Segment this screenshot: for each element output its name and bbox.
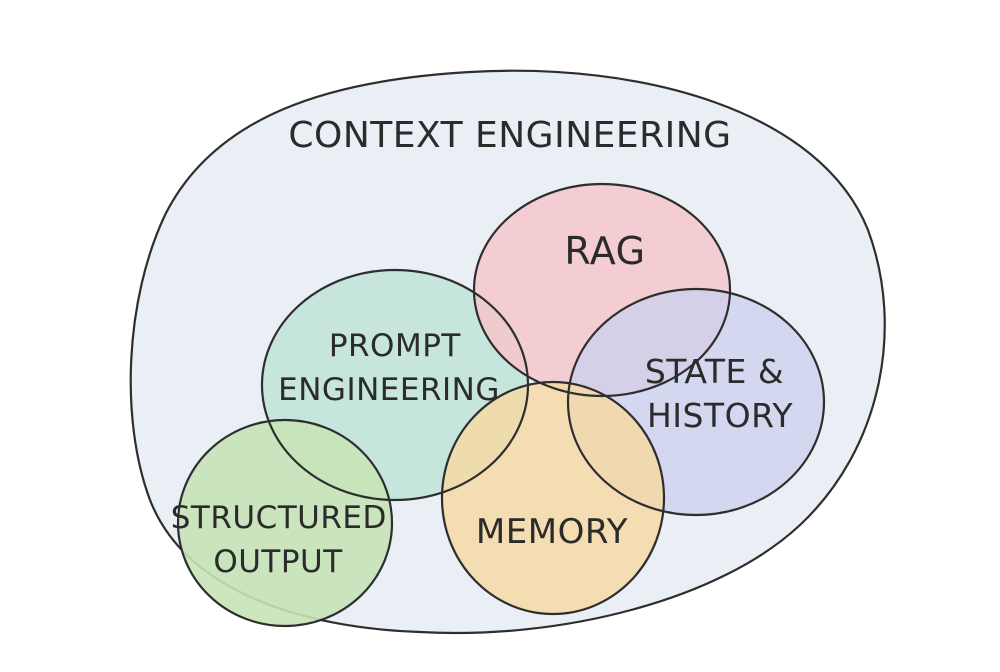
- structured-output-label-line-1: STRUCTURED: [171, 500, 387, 536]
- structured-output-label-line-2: OUTPUT: [213, 544, 343, 580]
- circle-outlines: [176, 182, 826, 628]
- rag-label: RAG: [564, 229, 645, 273]
- state-history-label: STATE & HISTORY: [645, 352, 795, 435]
- structured-output-label: STRUCTURED OUTPUT: [171, 500, 397, 580]
- state-history-label-line-1: STATE &: [645, 352, 784, 391]
- memory-label: MEMORY: [476, 512, 628, 552]
- rag-label-line: RAG: [564, 229, 645, 273]
- state-history-label-line-2: HISTORY: [647, 396, 793, 435]
- rag-outline: [472, 182, 732, 398]
- circle-fills: [178, 184, 824, 626]
- diagram-title: CONTEXT ENGINEERING: [288, 115, 731, 156]
- state-history-outline: [566, 287, 826, 517]
- structured-output-circle: [178, 420, 392, 626]
- prompt-engineering-label: PROMPT ENGINEERING: [278, 328, 500, 408]
- prompt-engineering-label-line-2: ENGINEERING: [278, 372, 500, 408]
- memory-label-line: MEMORY: [476, 512, 628, 552]
- memory-outline: [440, 380, 666, 616]
- structured-output-outline: [176, 418, 394, 628]
- prompt-engineering-label-line-1: PROMPT: [329, 328, 462, 364]
- memory-circle: [442, 382, 664, 614]
